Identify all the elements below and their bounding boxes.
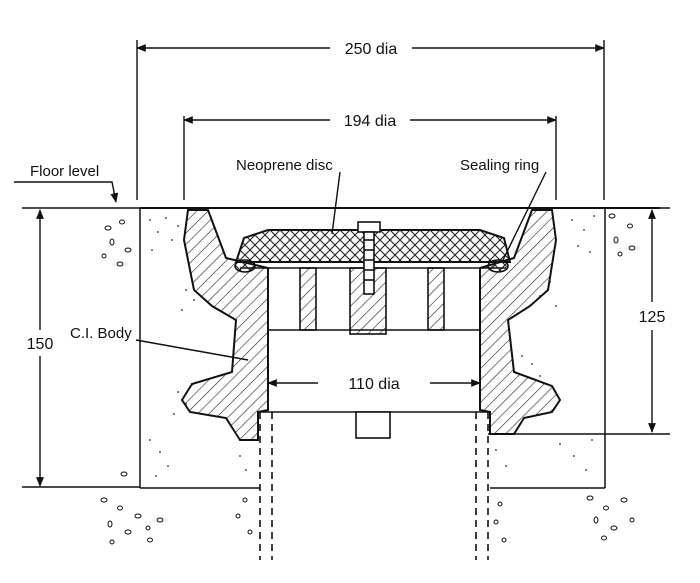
pipe-diameter-label: 110 dia	[348, 376, 399, 393]
sealing-ring	[234, 259, 509, 273]
concrete-aggregate	[100, 213, 636, 545]
concrete-stipple	[149, 215, 595, 477]
grate-diameter-label: 194 dia	[344, 113, 397, 130]
sealing-ring-label: Sealing ring	[460, 157, 539, 174]
center-bolt	[357, 221, 381, 295]
floor-slab	[139, 207, 660, 489]
ci-body-label: C.I. Body	[70, 325, 132, 342]
body-height-label: 125	[639, 309, 666, 326]
floor-level-label: Floor level	[30, 163, 99, 180]
total-height-label: 150	[27, 336, 54, 353]
neoprene-disc-label: Neoprene disc	[236, 157, 333, 174]
outer-diameter-label: 250 dia	[345, 41, 398, 58]
outlet-pipe	[259, 411, 489, 560]
dimension-lines	[14, 40, 670, 488]
